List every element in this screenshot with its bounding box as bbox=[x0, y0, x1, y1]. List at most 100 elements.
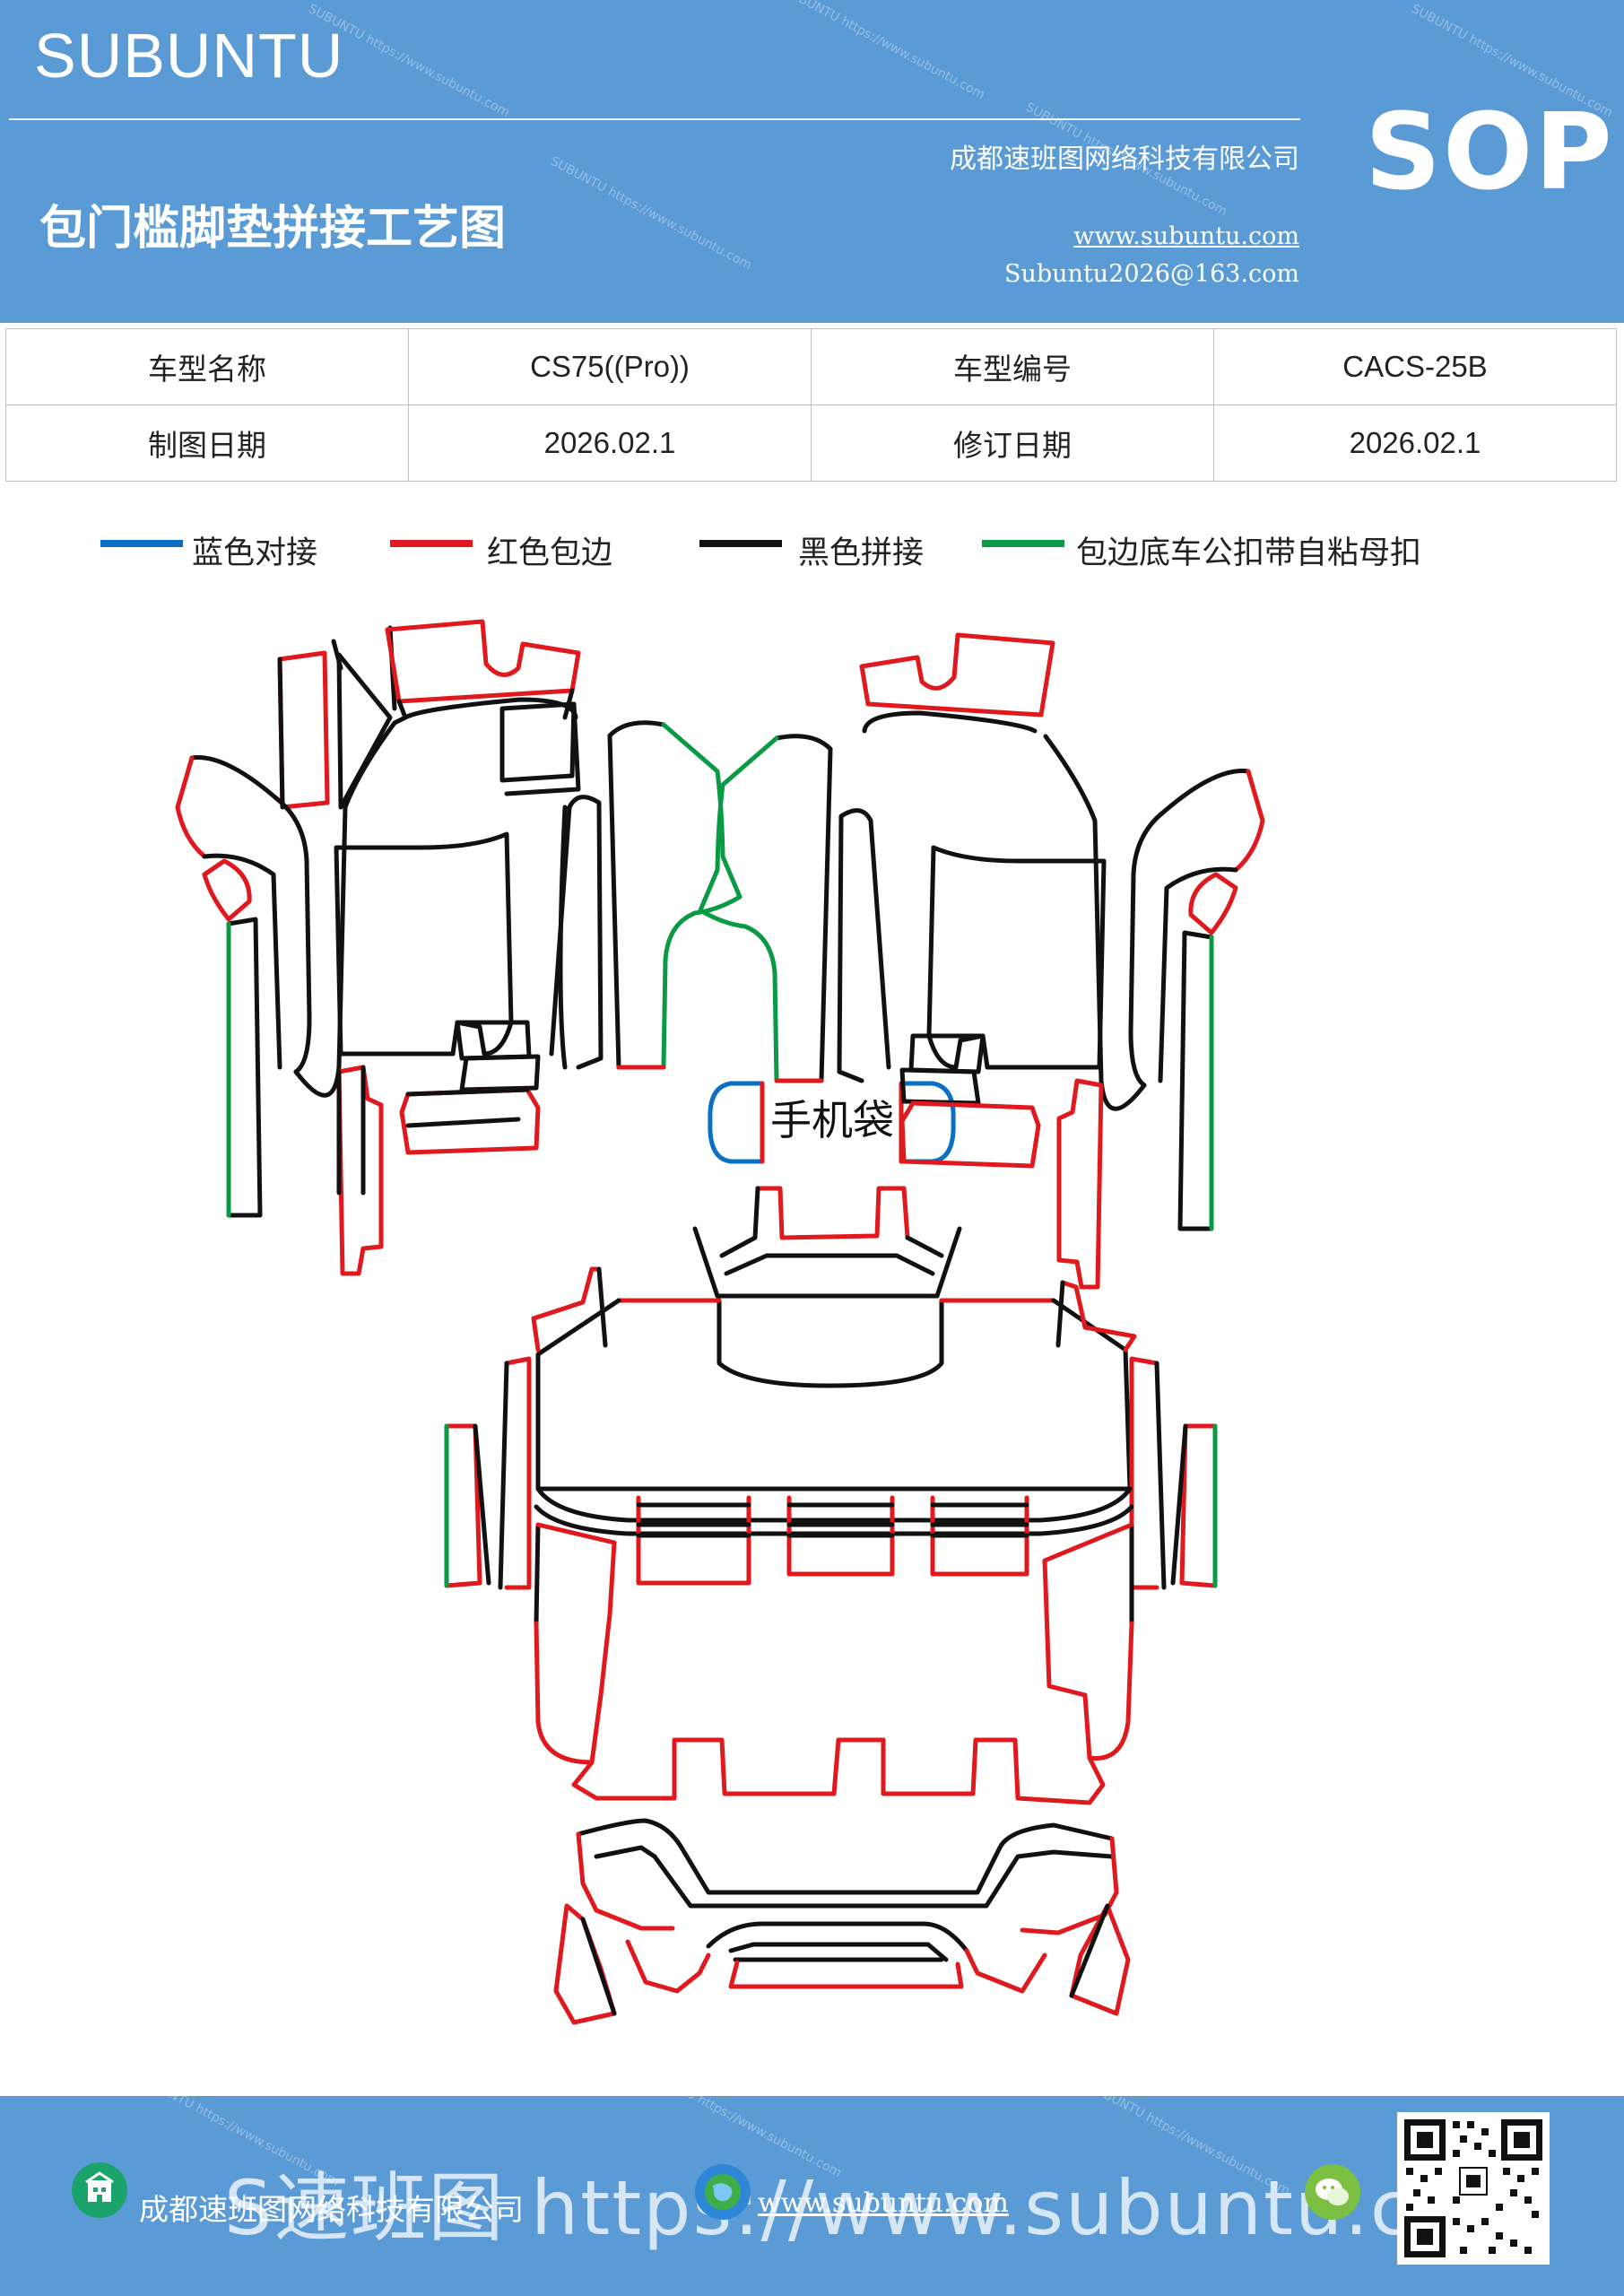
watermark: SUBUNTU https://www.subuntu.com bbox=[547, 153, 754, 274]
legend-label: 包边底车公扣带自粘母扣 bbox=[1076, 535, 1422, 571]
mat-edge-black bbox=[607, 720, 666, 1070]
mat-edge-black bbox=[336, 1065, 366, 1196]
mat-edge-black bbox=[202, 853, 282, 1070]
mat-edge-black bbox=[596, 1266, 608, 1348]
front-right-mat bbox=[698, 632, 1265, 1290]
vehicle-info-table: 车型名称 CS75((Pro)) 车型编号 CACS-25B 制图日期 2026… bbox=[5, 328, 1617, 482]
mat-edge-red bbox=[1233, 769, 1265, 873]
mat-edge-black bbox=[1158, 866, 1238, 1083]
revision-date-value: 2026.02.1 bbox=[1213, 404, 1617, 482]
mat-edge-black bbox=[336, 652, 393, 810]
mat-edge-black bbox=[692, 1186, 962, 1299]
mat-edge-black bbox=[1128, 769, 1251, 1088]
mat-edge-red bbox=[625, 1939, 711, 1994]
mat-edge-black bbox=[930, 1502, 1029, 1538]
mat-edge-red bbox=[1188, 872, 1238, 935]
mat-edge-black bbox=[786, 1502, 895, 1538]
mat-edge-black bbox=[1055, 1280, 1065, 1348]
mat-edge-red bbox=[175, 755, 207, 859]
mat-edge-red bbox=[336, 1065, 384, 1276]
header-banner: SUBUNTU https://www.subuntu.com SUBUNTU … bbox=[0, 0, 1624, 323]
phone-bag: 手机袋 bbox=[708, 1081, 956, 1164]
sop-badge: SOP bbox=[1365, 90, 1614, 213]
mat-edge-black bbox=[504, 701, 581, 796]
footer-company-name: 成都速班图网络科技有限公司 bbox=[139, 2192, 524, 2227]
model-code-label: 车型编号 bbox=[811, 328, 1214, 405]
legend-swatch bbox=[100, 540, 183, 547]
page-title: 包门槛脚垫拼接工艺图 bbox=[39, 201, 507, 256]
mat-edge-black bbox=[226, 917, 263, 1218]
model-code-value: CACS-25B bbox=[1213, 328, 1617, 405]
mat-edge-black bbox=[331, 625, 397, 711]
wechat-icon bbox=[1305, 2164, 1360, 2220]
mat-edge-black bbox=[499, 701, 577, 783]
table-row: 制图日期 2026.02.1 修订日期 2026.02.1 bbox=[5, 404, 1617, 482]
front-left-mat bbox=[175, 619, 743, 1276]
mat-edge-black bbox=[706, 1921, 969, 1953]
mat-edge-red bbox=[899, 1100, 1041, 1169]
mat-edge-black bbox=[724, 1253, 935, 1276]
mat-edge-red bbox=[636, 1495, 751, 1586]
draw-date-label: 制图日期 bbox=[5, 404, 409, 482]
mat-edge-red bbox=[277, 650, 330, 810]
mat-edge-red bbox=[504, 1356, 532, 1590]
mat-edge-black bbox=[473, 1423, 491, 1586]
legend-label: 红色包边 bbox=[487, 535, 613, 571]
mat-edge-black bbox=[535, 1486, 1133, 1523]
legend-label: 蓝色对接 bbox=[192, 535, 318, 571]
legend-swatch bbox=[982, 540, 1064, 547]
table-row: 车型名称 CS75((Pro)) 车型编号 CACS-25B bbox=[5, 328, 1617, 405]
footer-website-link[interactable]: www.subuntu.com bbox=[758, 2187, 1009, 2219]
mat-edge-black bbox=[1069, 1903, 1110, 1998]
mat-edge-red bbox=[385, 619, 581, 704]
model-name-label: 车型名称 bbox=[5, 328, 409, 405]
mat-edge-red bbox=[534, 1522, 617, 1765]
mat-edge-red bbox=[531, 1266, 602, 1352]
legend-label: 黑色拼接 bbox=[798, 535, 925, 571]
mat-edge-black bbox=[728, 1942, 949, 1962]
mat-edge-black bbox=[293, 697, 578, 1098]
mat-edge-red bbox=[1060, 1280, 1137, 1352]
model-name-value: CS75((Pro)) bbox=[408, 328, 812, 405]
legend-swatch bbox=[699, 540, 782, 547]
mat-edge-black bbox=[459, 1054, 541, 1092]
mat-edge-red bbox=[1056, 1078, 1104, 1290]
mat-edge-black bbox=[576, 1818, 1115, 1895]
mat-edge-black bbox=[405, 1087, 530, 1128]
mat-edge-red bbox=[576, 1831, 675, 1931]
watermark: SUBUNTU https://www.subuntu.com bbox=[780, 0, 987, 103]
mat-edge-red bbox=[1042, 1522, 1134, 1761]
legend-swatch bbox=[390, 540, 473, 547]
mat-edge-black bbox=[837, 808, 891, 1083]
phone-bag-left-cap bbox=[708, 1081, 765, 1164]
mat-edge-black bbox=[277, 657, 285, 810]
mat-edge-black bbox=[636, 1502, 751, 1538]
mat-edge-black bbox=[1170, 1423, 1188, 1586]
mat-edge-black bbox=[498, 1361, 509, 1590]
globe-icon bbox=[695, 2164, 751, 2220]
mat-edge-black bbox=[1177, 930, 1214, 1231]
mat-edge-green bbox=[698, 735, 779, 1083]
mat-edge-black bbox=[594, 1845, 1115, 1909]
mat-edge-red bbox=[1129, 1356, 1159, 1590]
rear-mat bbox=[553, 1818, 1131, 2025]
mat-edge-red bbox=[571, 1737, 1106, 1805]
mat-edge-black bbox=[716, 1298, 944, 1388]
mat-edge-black bbox=[1154, 1361, 1167, 1590]
draw-date-value: 2026.02.1 bbox=[408, 404, 812, 482]
mat-edge-black bbox=[549, 795, 604, 1070]
mat-edge-black bbox=[189, 755, 312, 1074]
mat-edge-red bbox=[728, 1960, 964, 1989]
floor-mat-diagram: 手机袋 bbox=[175, 619, 1265, 2025]
website-link[interactable]: www.subuntu.com bbox=[1073, 222, 1299, 250]
phone-bag-right-cap bbox=[899, 1081, 956, 1164]
mat-edge-red bbox=[964, 1948, 1047, 1994]
revision-date-label: 修订日期 bbox=[811, 404, 1214, 482]
phone-bag-label: 手机袋 bbox=[770, 1096, 894, 1144]
footer-banner: SUBUNTU https://www.subuntu.com SUBUNTU … bbox=[0, 2096, 1624, 2296]
mat-edge-black bbox=[535, 1298, 1133, 1492]
mat-edge-black bbox=[774, 734, 833, 1083]
mat-edge-red bbox=[859, 632, 1055, 718]
qr-code bbox=[1397, 2112, 1550, 2265]
mat-edge-red bbox=[755, 1186, 910, 1240]
